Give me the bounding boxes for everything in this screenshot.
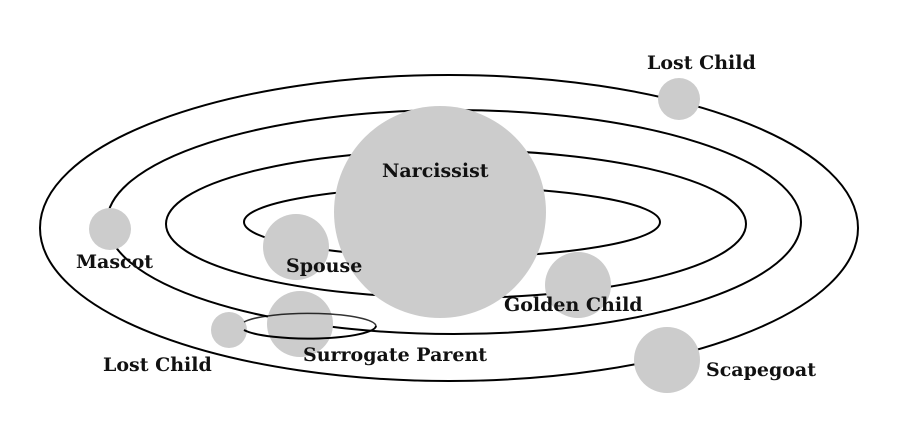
label-lost-child-outer: Lost Child [647, 52, 756, 74]
surrogate-parent-planet [267, 291, 333, 357]
spouse-planet [263, 214, 329, 280]
label-narcissist: Narcissist [382, 160, 489, 182]
lost-child-planet-outer [658, 78, 700, 120]
moon-orbit [243, 325, 377, 340]
label-golden-child: Golden Child [504, 294, 643, 316]
label-surrogate-parent: Surrogate Parent [303, 344, 487, 366]
label-mascot: Mascot [76, 251, 153, 273]
moon-orbit-back [243, 312, 377, 327]
narcissist-planet [334, 106, 546, 318]
label-spouse: Spouse [286, 255, 362, 277]
orbit-outer [39, 74, 859, 382]
golden-child-planet [545, 252, 611, 318]
scapegoat-planet [634, 327, 700, 393]
mascot-planet [89, 208, 131, 250]
label-lost-child-moon: Lost Child [103, 354, 212, 376]
label-scapegoat: Scapegoat [706, 359, 816, 381]
lost-child-moon [211, 312, 247, 348]
